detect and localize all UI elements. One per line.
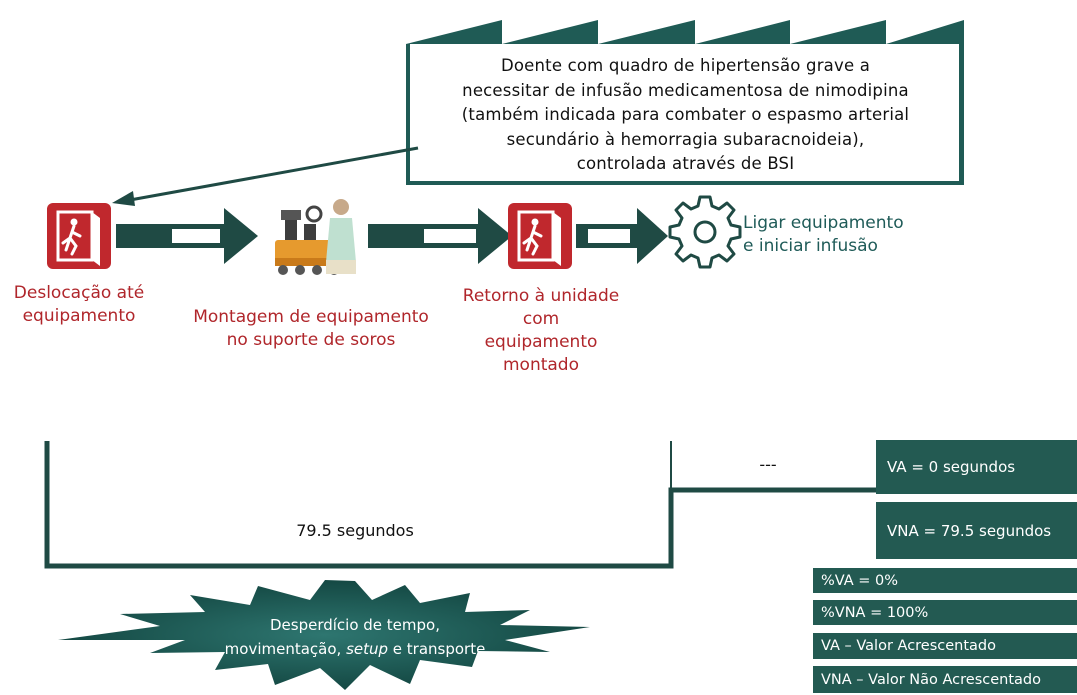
callout-pointer-arrow xyxy=(112,146,419,206)
timeline-line xyxy=(44,441,876,569)
gear-icon xyxy=(668,195,742,269)
exit-door-icon xyxy=(47,203,111,269)
waste-line-2: movimentação, setup e transporte xyxy=(205,637,505,661)
va-time-label: --- xyxy=(759,455,777,474)
callout-box xyxy=(406,20,964,185)
step-label-line: e iniciar infusão xyxy=(743,236,878,256)
callout-line: (também indicada para combater o espasmo… xyxy=(461,105,910,124)
va-metric: VA = 0 segundos xyxy=(876,440,1077,494)
step-label-line: no suporte de soros xyxy=(226,330,396,350)
step-label-line: Deslocação até xyxy=(13,283,145,303)
flow-connector-1 xyxy=(116,208,258,264)
step-label-line: montado xyxy=(502,355,579,375)
step-label-line: com xyxy=(522,309,560,329)
exit-door-icon xyxy=(508,203,572,269)
callout-line: secundário à hemorragia subaracnoideia), xyxy=(506,129,865,149)
va-legend: VA – Valor Acrescentado xyxy=(813,633,1077,659)
flow-connector-3 xyxy=(576,208,668,264)
step-label-deslocacao: Deslocação até equipamento xyxy=(0,282,158,328)
step-label-line: Montagem de equipamento xyxy=(193,307,429,327)
waste-line-2a: movimentação, xyxy=(224,640,347,658)
vna-legend: VNA – Valor Não Acrescentado xyxy=(813,666,1077,693)
step-label-line: Retorno à unidade xyxy=(462,286,620,306)
waste-setup-emphasis: setup xyxy=(346,640,389,658)
step-label-retorno: Retorno à unidade com equipamento montad… xyxy=(448,285,634,377)
pct-va-metric: %VA = 0% xyxy=(813,568,1077,593)
waste-burst xyxy=(58,580,590,690)
callout-line: Doente com quadro de hipertensão grave a xyxy=(500,56,871,75)
callout-text: Doente com quadro de hipertensão grave a… xyxy=(408,54,963,177)
vna-metric: VNA = 79.5 segundos xyxy=(876,502,1077,559)
callout-line: necessitar de infusão medicamentosa de n… xyxy=(462,80,909,100)
assembly-worker-icon xyxy=(275,199,356,275)
step-label-line: Ligar equipamento xyxy=(743,213,904,233)
step-label-line: equipamento xyxy=(484,332,598,352)
step-label-montagem: Montagem de equipamento no suporte de so… xyxy=(178,306,444,352)
nva-time-label: 79.5 segundos xyxy=(296,521,414,540)
waste-line-1: Desperdício de tempo, xyxy=(269,616,440,634)
flow-connector-2 xyxy=(368,208,512,264)
waste-text: Desperdício de tempo, movimentação, setu… xyxy=(205,613,505,661)
pct-vna-metric: %VNA = 100% xyxy=(813,600,1077,625)
callout-line: controlada através de BSI xyxy=(576,154,795,173)
step-label-line: equipamento xyxy=(22,306,136,326)
waste-line-2b: e transporte xyxy=(388,640,486,658)
step-label-ligar: Ligar equipamento e iniciar infusão xyxy=(743,212,943,258)
